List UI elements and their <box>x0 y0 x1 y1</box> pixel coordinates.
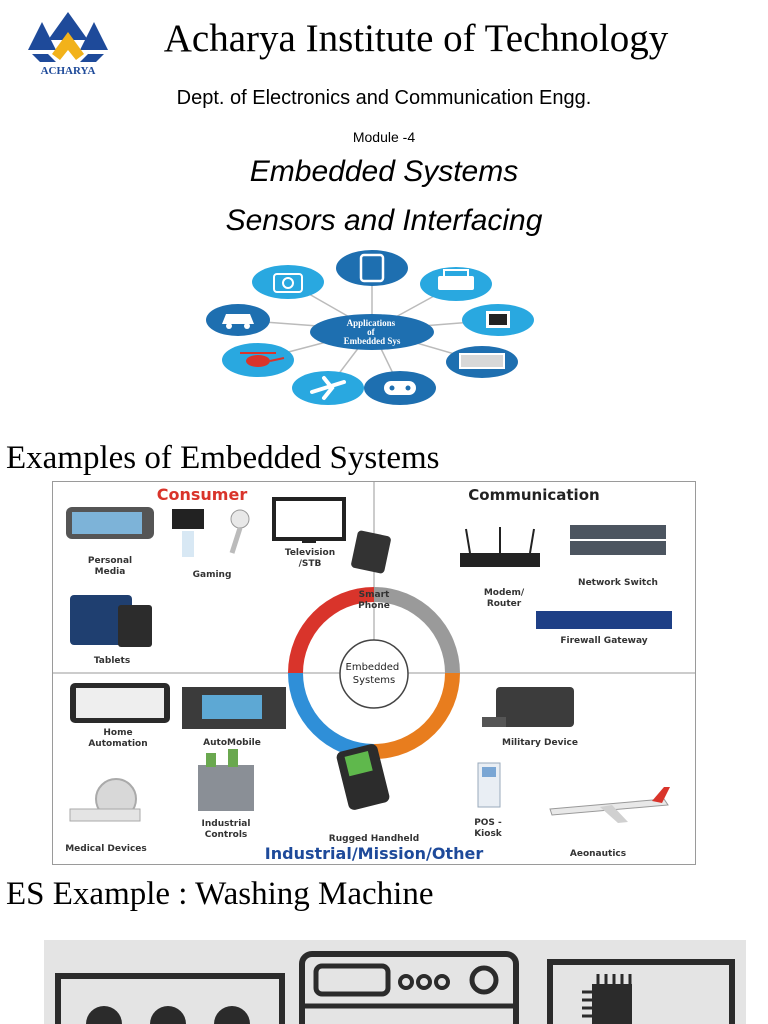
tablets-icon <box>70 595 152 647</box>
section-heading-examples: Examples of Embedded Systems <box>6 440 440 476</box>
label-tablets: Tablets <box>94 656 130 666</box>
personal-media-icon <box>66 507 154 539</box>
ring-center-line-2: Systems <box>353 675 396 686</box>
label-automobile: AutoMobile <box>203 738 261 748</box>
logo-text: ACHARYA <box>41 65 96 77</box>
center-line-3: Embedded Sys <box>344 336 401 346</box>
gaming-icon <box>172 509 250 557</box>
military-device-icon <box>482 687 574 727</box>
label-military: Military Device <box>502 738 578 748</box>
home-automation-icon <box>70 683 170 723</box>
laptop-icon <box>446 346 518 378</box>
monitor-icon <box>462 304 534 336</box>
microchip-icon <box>547 959 735 1024</box>
smart-phone-icon <box>351 530 391 574</box>
medical-devices-icon <box>69 778 141 822</box>
printer-icon <box>420 267 492 301</box>
quadrant-industrial: Industrial/Mission/Other <box>265 844 484 863</box>
label-smart-phone-2: Phone <box>358 601 390 611</box>
course-title: Embedded Systems <box>249 155 519 188</box>
center-line-1: Applications <box>347 318 396 328</box>
module-number: Module -4 <box>352 129 416 145</box>
applications-center <box>310 314 434 350</box>
camera-icon <box>252 265 324 299</box>
label-industrial-controls-2: Controls <box>205 830 248 840</box>
svg-text:Embedded Systems: Embedded Systems <box>346 662 403 686</box>
center-line-2: of <box>367 327 376 337</box>
label-home-automation-2: Automation <box>88 739 147 749</box>
institute-title: Acharya Institute of Technology <box>163 17 669 60</box>
pos-kiosk-icon <box>477 762 501 808</box>
television-icon <box>272 497 346 543</box>
label-pos-1: POS - <box>474 818 502 828</box>
svg-text:POS -Kiosk: POS -Kiosk <box>474 818 503 839</box>
section-heading-washer: ES Example : Washing Machine <box>6 876 434 912</box>
tablet-icon <box>336 250 408 286</box>
acharya-logo: ACHARYA <box>28 12 108 77</box>
svg-text:Applications of Embedd: Applications of Embedded Sys <box>344 318 401 346</box>
label-modem-2: Router <box>487 599 522 609</box>
label-rugged-handheld: Rugged Handheld <box>329 834 419 844</box>
label-smart-phone-1: Smart <box>359 590 390 600</box>
label-aeronautics: Aeonautics <box>570 849 626 859</box>
label-gaming: Gaming <box>193 570 232 580</box>
department-name: Dept. of Electronics and Communication E… <box>176 87 592 109</box>
label-modem-1: Modem/ <box>484 588 525 598</box>
quadrant-consumer: Consumer <box>157 485 248 504</box>
network-switch-icon <box>570 525 666 555</box>
car-icon <box>206 304 270 336</box>
applications-diagram: Applications of Embedded Sys <box>206 250 534 405</box>
washing-machine-icon <box>299 951 519 1024</box>
label-medical: Medical Devices <box>65 844 147 854</box>
airplane-icon <box>292 371 364 405</box>
label-personal-media-2: Media <box>95 567 126 577</box>
control-panel-icon <box>55 973 285 1024</box>
washing-machine-diagram <box>44 940 746 1024</box>
label-home-automation-1: Home <box>103 728 132 738</box>
svg-text:Modem/Router: Modem/Router <box>484 588 525 609</box>
label-personal-media-1: Personal <box>88 556 132 566</box>
automobile-icon <box>182 687 286 729</box>
label-firewall: Firewall Gateway <box>560 636 647 646</box>
firewall-gateway-icon <box>536 611 672 629</box>
label-pos-2: Kiosk <box>474 829 503 839</box>
svg-text:Television/STB: Television/STB <box>285 548 335 569</box>
label-television-2: /STB <box>299 559 322 569</box>
modem-router-icon <box>460 527 540 567</box>
aeronautics-icon <box>549 787 670 823</box>
rugged-handheld-icon <box>336 744 390 810</box>
ring-center-line-1: Embedded <box>346 662 400 673</box>
label-network-switch: Network Switch <box>578 578 658 588</box>
label-industrial-controls-1: Industrial <box>202 819 251 829</box>
quadrant-communication: Communication <box>468 486 599 504</box>
gamepad-icon <box>364 371 436 405</box>
label-television-1: Television <box>285 548 335 558</box>
examples-diagram: Consumer Communication Industrial/Missio… <box>52 481 696 865</box>
industrial-controls-icon <box>198 749 254 811</box>
helicopter-icon <box>222 343 294 377</box>
topic-title: Sensors and Interfacing <box>225 204 543 237</box>
